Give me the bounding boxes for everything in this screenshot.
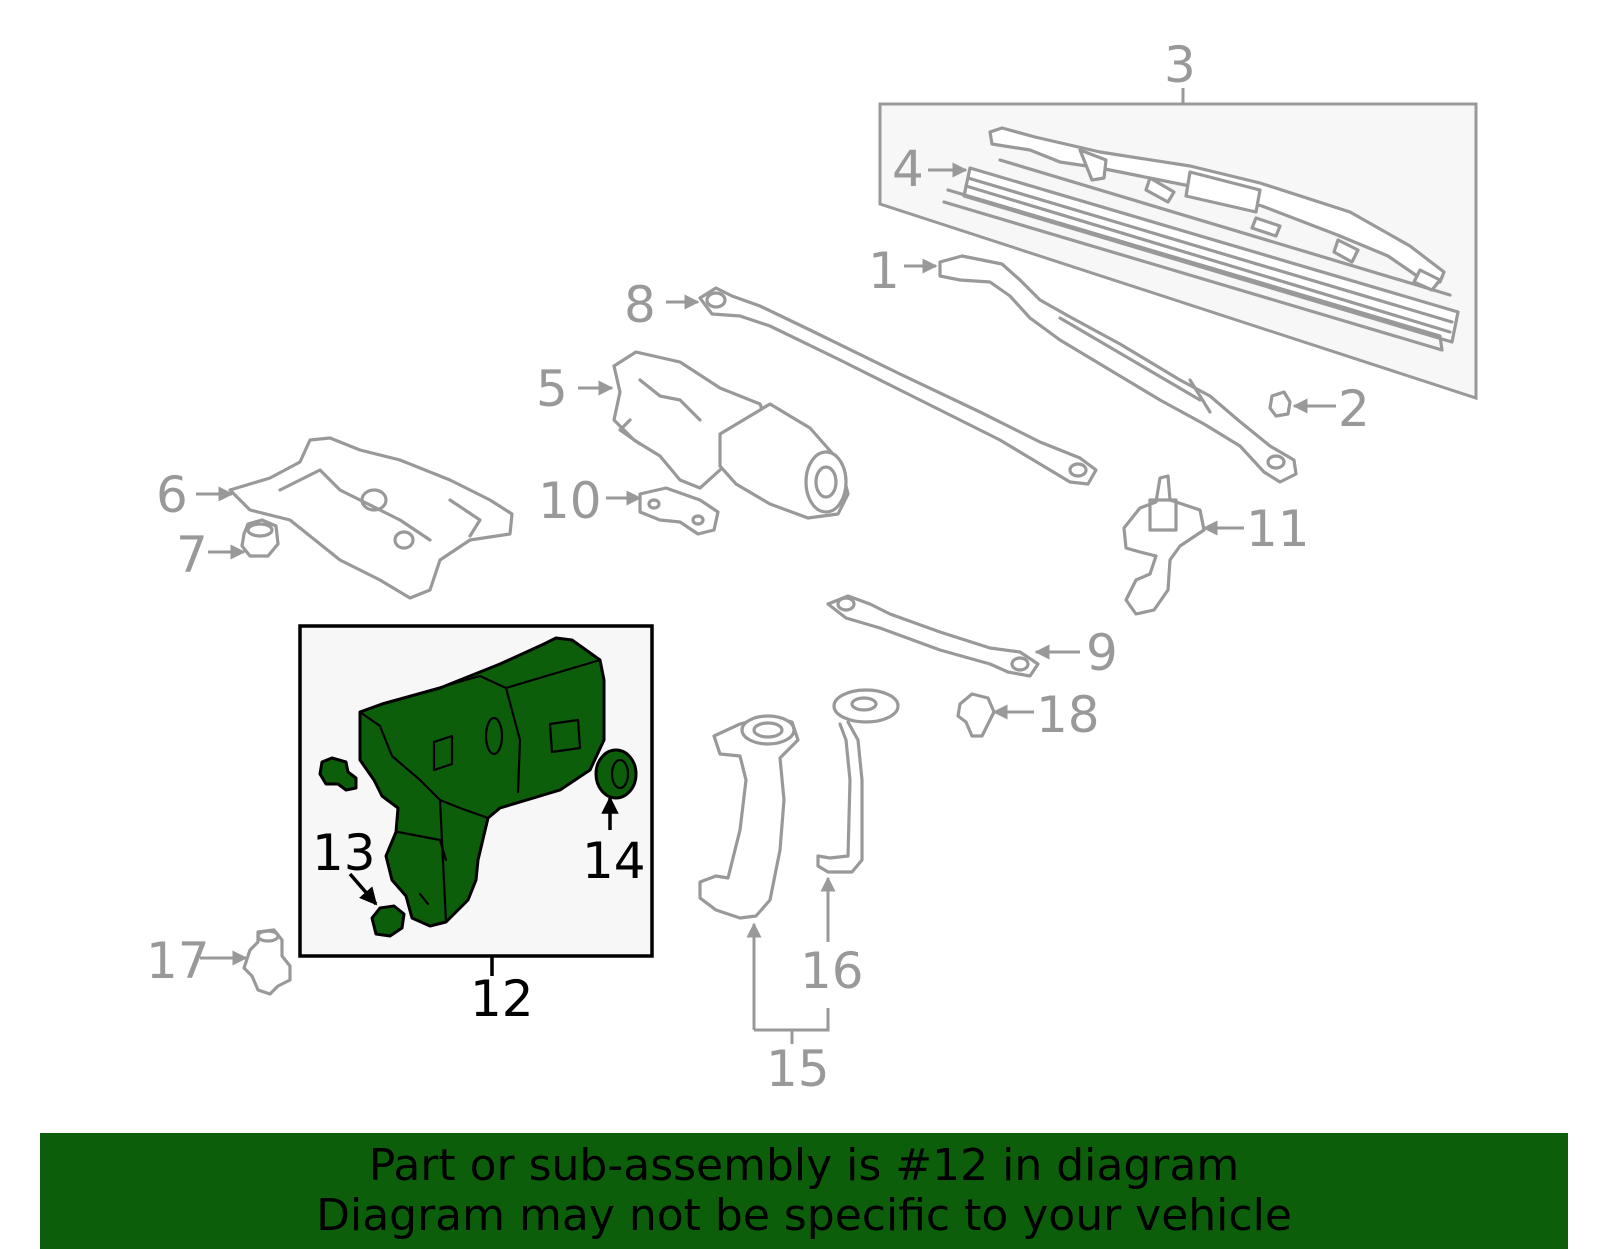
part-7-grommet[interactable] (240, 518, 280, 558)
part-12-washer-tank[interactable] (358, 636, 606, 928)
callout-12: 12 (470, 970, 534, 1028)
callout-5: 5 (536, 360, 568, 418)
callout-2: 2 (1338, 380, 1370, 438)
callout-16: 16 (800, 942, 864, 1000)
part-3-wiper-blade[interactable] (988, 126, 1446, 292)
part-16-cap[interactable] (816, 688, 900, 874)
callout-14: 14 (582, 832, 646, 890)
part-17-pump[interactable] (242, 928, 292, 996)
part-8-linkage[interactable] (698, 286, 1098, 486)
part-14-grommet[interactable] (594, 748, 638, 800)
part-1-wiper-arm[interactable] (938, 254, 1298, 484)
callout-3: 3 (1164, 36, 1196, 94)
callout-17: 17 (146, 932, 210, 990)
part-4-wiper-rubber[interactable] (942, 158, 1460, 352)
callout-15: 15 (766, 1040, 830, 1098)
part-18-clip[interactable] (956, 692, 996, 738)
part-13-bolt-upper[interactable] (318, 756, 358, 792)
part-5-wiper-motor[interactable] (612, 350, 850, 520)
callout-7: 7 (176, 526, 208, 584)
callout-11: 11 (1246, 500, 1310, 558)
callout-labels: 3 4 1 8 2 5 6 10 11 7 9 18 13 14 17 16 1… (146, 36, 1370, 1098)
callout-4: 4 (892, 140, 924, 198)
banner-disclaimer: Diagram may not be specific to your vehi… (316, 1190, 1292, 1241)
callout-8: 8 (624, 276, 656, 334)
part-13-bolt-lower[interactable] (370, 904, 406, 938)
callout-10: 10 (538, 472, 602, 530)
part-10-bracket[interactable] (638, 486, 720, 536)
leader-lines (196, 162, 1336, 1044)
callout-1: 1 (868, 242, 900, 300)
part-6-link-frame[interactable] (228, 436, 514, 600)
part-9-linkage[interactable] (826, 594, 1040, 678)
callout-9: 9 (1086, 624, 1118, 682)
part-2-clip[interactable] (1268, 390, 1292, 418)
callout-6: 6 (156, 466, 188, 524)
part-15-filler-neck[interactable] (698, 714, 800, 920)
callout-18: 18 (1036, 686, 1100, 744)
banner-part-note: Part or sub-assembly is #12 in diagram (368, 1140, 1240, 1191)
leader-lines-highlight (348, 796, 619, 906)
info-banner: Part or sub-assembly is #12 in diagram D… (40, 1133, 1568, 1249)
part-11-pivot[interactable] (1122, 474, 1206, 616)
callout-13: 13 (312, 824, 376, 882)
